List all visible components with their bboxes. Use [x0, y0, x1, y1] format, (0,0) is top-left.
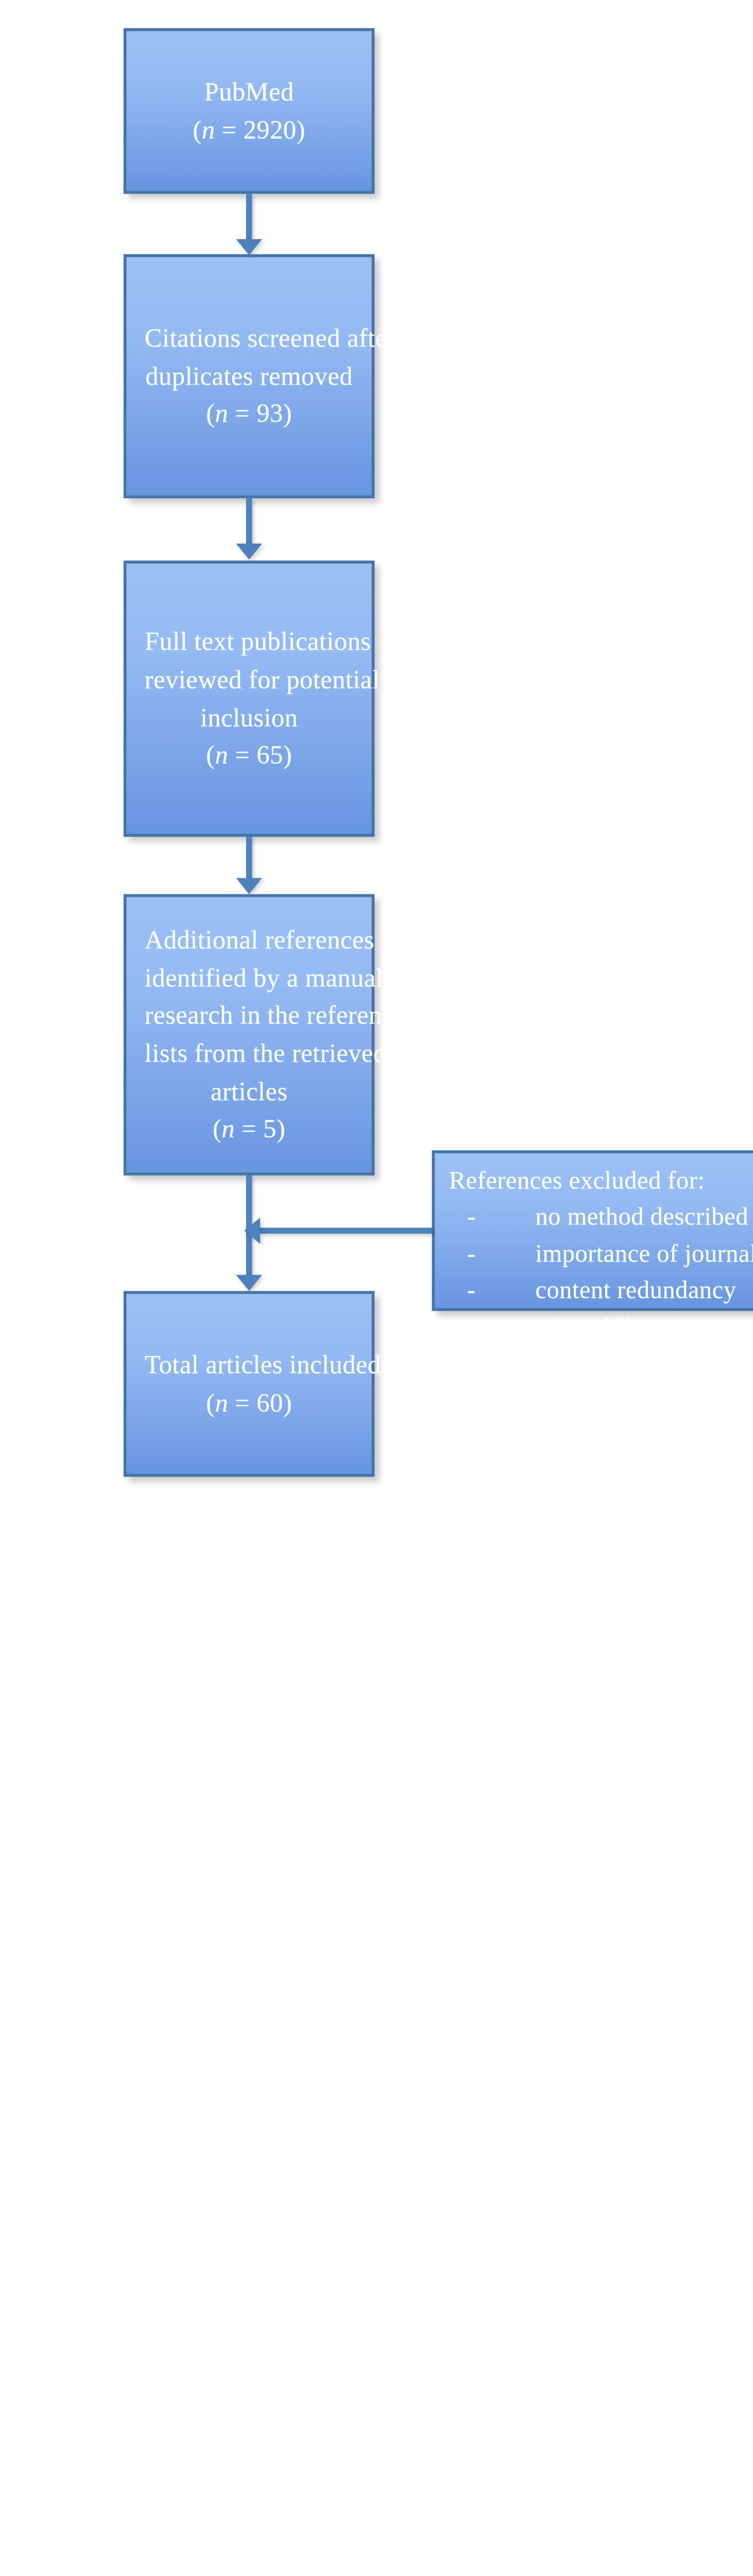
node-additional-references-line-4: articles: [145, 1073, 354, 1110]
equals-sign: =: [228, 741, 256, 770]
node-additional-references-count: (n = 5): [145, 1110, 354, 1148]
arrow-screened-to-fulltext: [246, 498, 252, 545]
node-citations-screened-line-1: duplicates removed: [145, 358, 354, 395]
n-symbol: n: [215, 399, 228, 429]
paren-close: ): [297, 115, 305, 144]
n-symbol: n: [215, 741, 228, 770]
node-references-excluded[interactable]: References excluded for: - no method desc…: [432, 1150, 753, 1311]
exclusion-reason-0: no method described: [535, 1200, 748, 1236]
n-symbol: n: [560, 1313, 573, 1341]
exclusion-reason-1: importance of journal: [535, 1236, 753, 1273]
node-fulltext-reviewed[interactable]: Full text publications reviewed for pote…: [124, 561, 375, 837]
node-citations-screened-content: Citations screened after duplicates remo…: [127, 319, 372, 433]
paren-open: (: [193, 115, 201, 144]
node-references-excluded-count: (n = 10): [449, 1309, 753, 1346]
paren-close: ): [625, 1313, 634, 1341]
node-pubmed-content: PubMed (n = 2920): [127, 73, 372, 149]
n-symbol: n: [215, 1388, 228, 1417]
paren-close: ): [277, 1114, 285, 1144]
arrow-head-left-icon: [244, 1217, 260, 1244]
equals-sign: =: [235, 1114, 263, 1144]
equals-sign: =: [228, 399, 256, 429]
arrow-fulltext-to-additional: [246, 837, 252, 879]
count-value: 2920: [244, 115, 297, 144]
list-item: - no method described: [449, 1200, 753, 1236]
arrow-head-down-icon: [236, 239, 262, 255]
node-additional-references-line-0: Additional references: [145, 921, 354, 959]
list-item: - content redundancy: [449, 1273, 753, 1309]
paren-open: (: [206, 1388, 215, 1417]
arrow-head-down-icon: [236, 544, 262, 560]
node-additional-references-content: Additional references identified by a ma…: [127, 921, 372, 1148]
node-additional-references[interactable]: Additional references identified by a ma…: [124, 894, 375, 1176]
n-symbol: n: [221, 1114, 235, 1144]
arrow-head-down-icon: [236, 1275, 262, 1291]
paren-open: (: [206, 741, 215, 770]
equals-sign: =: [215, 115, 243, 144]
equals-sign: =: [573, 1313, 600, 1341]
arrow-pubmed-to-screened: [246, 194, 252, 240]
node-additional-references-line-2: research in the reference: [145, 997, 354, 1035]
n-symbol: n: [202, 115, 215, 144]
paren-open: (: [213, 1114, 221, 1144]
bullet-dash-icon: -: [467, 1200, 476, 1236]
paren-close: ): [283, 399, 292, 429]
exclusion-reason-2: content redundancy: [535, 1273, 736, 1309]
node-additional-references-line-1: identified by a manual: [145, 959, 354, 997]
node-total-included-count: (n = 60): [145, 1384, 354, 1421]
node-fulltext-reviewed-count: (n = 65): [145, 737, 354, 774]
count-value: 10: [600, 1313, 626, 1341]
node-references-excluded-content: References excluded for: - no method desc…: [435, 1163, 753, 1345]
node-total-included-line-0: Total articles included: [145, 1346, 354, 1384]
node-fulltext-reviewed-line-2: inclusion: [145, 699, 354, 736]
arrow-excluded-to-main-flow: [259, 1228, 432, 1234]
node-references-excluded-heading: References excluded for:: [449, 1163, 753, 1200]
node-total-included-content: Total articles included (n = 60): [127, 1346, 372, 1422]
paren-close: ): [283, 741, 292, 770]
node-citations-screened-count: (n = 93): [145, 395, 354, 433]
list-item: - importance of journal: [449, 1236, 753, 1273]
count-value: 60: [256, 1388, 283, 1417]
count-value: 93: [256, 399, 283, 429]
bullet-dash-icon: -: [467, 1273, 476, 1309]
paren-open: (: [206, 399, 215, 429]
bullet-dash-icon: -: [467, 1236, 476, 1273]
count-value: 5: [263, 1114, 277, 1144]
node-additional-references-line-3: lists from the retrieved: [145, 1035, 354, 1073]
node-fulltext-reviewed-content: Full text publications reviewed for pote…: [127, 623, 372, 774]
node-total-included[interactable]: Total articles included (n = 60): [124, 1291, 375, 1477]
node-fulltext-reviewed-line-0: Full text publications: [145, 623, 354, 660]
equals-sign: =: [228, 1388, 256, 1417]
node-fulltext-reviewed-line-1: reviewed for potential: [145, 661, 354, 699]
arrow-head-down-icon: [236, 878, 262, 894]
paren-open: (: [551, 1313, 560, 1341]
count-value: 65: [256, 741, 283, 770]
node-pubmed[interactable]: PubMed (n = 2920): [124, 28, 375, 194]
exclusion-reason-list: - no method described - importance of jour…: [449, 1200, 753, 1309]
node-pubmed-line-0: PubMed: [145, 73, 354, 111]
node-citations-screened[interactable]: Citations screened after duplicates remo…: [124, 254, 375, 498]
node-pubmed-count: (n = 2920): [145, 111, 354, 148]
node-citations-screened-line-0: Citations screened after: [145, 319, 354, 357]
paren-close: ): [283, 1388, 292, 1417]
